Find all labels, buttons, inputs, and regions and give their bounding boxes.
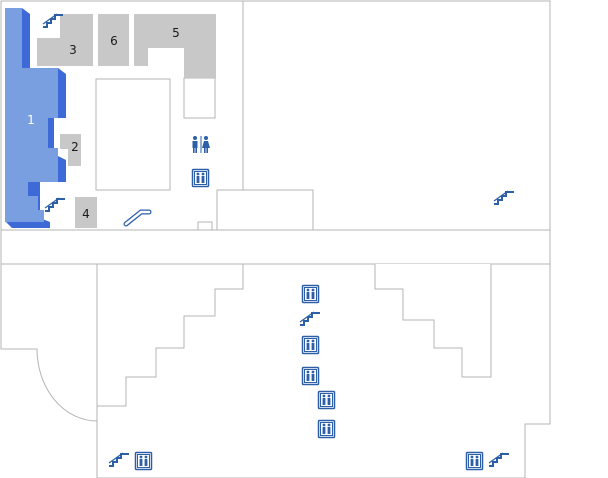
building-outline [0, 0, 551, 478]
stairs-icon[interactable] [493, 190, 514, 205]
elevator-icon[interactable] [317, 419, 336, 439]
room-3-label: 3 [69, 43, 77, 57]
elevator-icon[interactable] [191, 168, 210, 188]
elevator-icon[interactable] [134, 451, 153, 471]
elevator-icon[interactable] [301, 366, 320, 386]
stairs-icon[interactable] [299, 311, 320, 326]
elevator-icon[interactable] [465, 451, 484, 471]
room-4[interactable]: 4 [75, 197, 97, 228]
elevator-icon[interactable] [301, 335, 320, 355]
room-5[interactable]: 5 [134, 14, 216, 78]
room-5-label: 5 [172, 26, 180, 40]
stairs-icon[interactable] [488, 452, 509, 467]
stairs-icon[interactable] [108, 452, 129, 467]
lower-left-corridor-outline [0, 229, 551, 265]
room-1-face [5, 8, 58, 222]
room-2[interactable]: 2 [60, 134, 81, 166]
elevator-icon[interactable] [301, 284, 320, 304]
room-4-label: 4 [82, 207, 90, 221]
corridor-block-outline [183, 77, 216, 119]
stepped-court-outline [97, 264, 492, 407]
west-lobby-outline [0, 230, 98, 422]
elevator-icon[interactable] [317, 390, 336, 410]
stairs-icon[interactable] [42, 13, 63, 28]
room-1-highlighted[interactable]: 1 [5, 8, 66, 228]
room-6[interactable]: 6 [98, 14, 129, 66]
room-6-label: 6 [110, 34, 118, 48]
room-3[interactable]: 3 [37, 14, 93, 66]
rooms: 3 6 5 2 4 [37, 14, 216, 228]
stairs-icon[interactable] [44, 197, 65, 212]
atrium-outline [95, 78, 171, 191]
room-2-label: 2 [71, 140, 79, 154]
restroom-icon[interactable] [192, 136, 211, 153]
escalator-icon[interactable] [123, 209, 152, 227]
east-annex-outline [216, 189, 314, 231]
room-1-label: 1 [27, 113, 35, 127]
small-kiosk-outline [197, 221, 213, 231]
